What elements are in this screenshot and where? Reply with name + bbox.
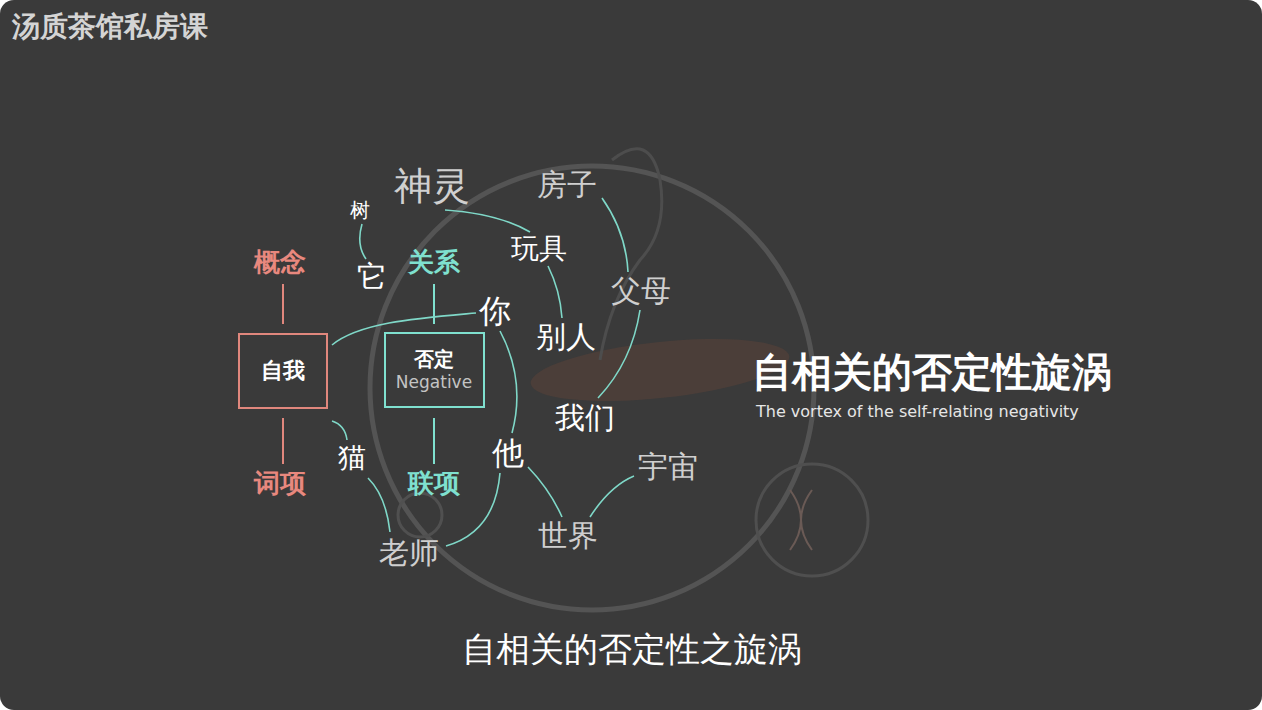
node-text: 否定: [414, 347, 454, 372]
title: 自相关的否定性旋涡: [752, 349, 1112, 395]
word: 老师: [379, 536, 439, 571]
term-label: 概念: [254, 248, 306, 278]
word: 树: [350, 199, 370, 222]
relation-box: 否定Negative: [384, 332, 485, 408]
term-label: 联项: [408, 469, 460, 499]
word: 父母: [611, 274, 671, 309]
word: 他: [492, 435, 524, 472]
word: 别人: [536, 320, 596, 355]
term-label: 词项: [254, 469, 306, 499]
vortex-curves: [332, 198, 640, 546]
node-text: Negative: [396, 372, 472, 393]
term-label: 关系: [408, 248, 460, 278]
word: 宇宙: [638, 450, 698, 485]
concept-box: 自我: [238, 333, 328, 409]
word: 猫: [338, 442, 366, 474]
word: 房子: [537, 168, 597, 203]
word: 它: [357, 260, 387, 295]
word: 我们: [555, 401, 615, 436]
watermark: 汤质茶馆私房课: [12, 11, 208, 43]
word: 世界: [538, 519, 598, 554]
word: 玩具: [511, 233, 567, 265]
subtitle: The vortex of the self-relating negativi…: [756, 403, 1079, 421]
word: 神灵: [394, 165, 470, 209]
word: 你: [479, 293, 511, 330]
caption: 自相关的否定性之旋涡: [462, 630, 802, 669]
node-text: 自我: [261, 357, 305, 385]
